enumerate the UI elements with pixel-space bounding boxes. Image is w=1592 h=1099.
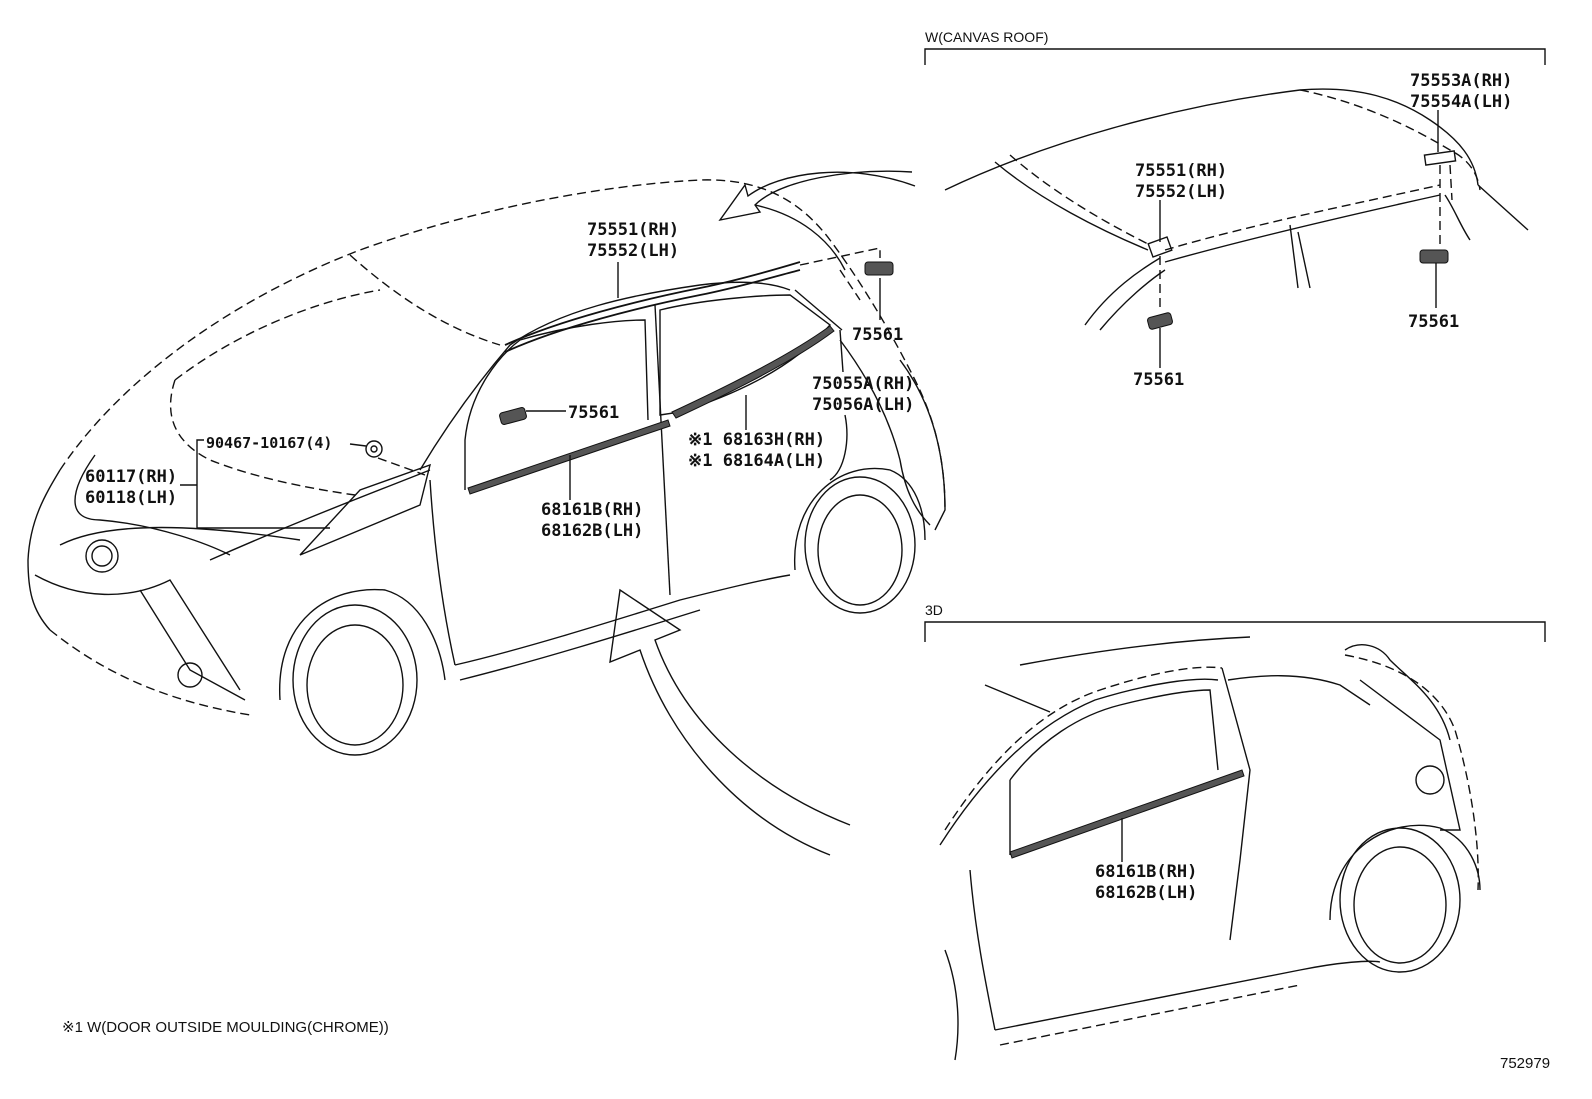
label-door-outside-chrome-rh: ※1 68163H(RH): [688, 430, 825, 450]
label-3d-door-moulding-lh: 68162B(LH): [1095, 883, 1197, 903]
three-door-inset: 3D: [924, 602, 1546, 1061]
label-door-outside-chrome-lh: ※1 68164A(LH): [688, 451, 825, 471]
label-canvas-clip-right: 75561: [1408, 312, 1459, 332]
label-canvas-roof-moulding-rh: 75551(RH): [1135, 161, 1227, 181]
main-car-illustration: [27, 179, 946, 756]
label-belt-moulding-rear-lh: 75056A(LH): [812, 395, 914, 415]
label-rear-end-rh: 75553A(RH): [1410, 71, 1512, 91]
footnote: ※1 W(DOOR OUTSIDE MOULDING(CHROME)): [62, 1019, 389, 1036]
label-door-moulding-rh: 68161B(RH): [541, 500, 643, 520]
label-roof-moulding-rh: 75551(RH): [587, 220, 679, 240]
arrow-bottom-icon: [609, 588, 851, 856]
section-title-three-door: 3D: [925, 602, 943, 618]
label-fender-rh: 60117(RH): [85, 467, 177, 487]
canvas-roof-inset: W(CANVAS ROOF): [924, 29, 1546, 368]
label-roof-moulding-lh: 75552(LH): [587, 241, 679, 261]
label-door-moulding-lh: 68162B(LH): [541, 521, 643, 541]
label-canvas-clip-left: 75561: [1133, 370, 1184, 390]
label-clip-b: 75561: [852, 325, 903, 345]
label-canvas-roof-moulding-lh: 75552(LH): [1135, 182, 1227, 202]
section-title-canvas-roof: W(CANVAS ROOF): [925, 29, 1048, 45]
label-fender-lh: 60118(LH): [85, 488, 177, 508]
label-belt-moulding-rear-rh: 75055A(RH): [812, 374, 914, 394]
label-3d-door-moulding-rh: 68161B(RH): [1095, 862, 1197, 882]
leader-lines: [180, 262, 881, 529]
figure-number: 752979: [1500, 1055, 1550, 1072]
label-rear-end-lh: 75554A(LH): [1410, 92, 1512, 112]
arrow-top-icon: [718, 170, 916, 271]
label-clip-a: 75561: [568, 403, 619, 423]
label-bolt: 90467-10167(4): [206, 434, 332, 452]
